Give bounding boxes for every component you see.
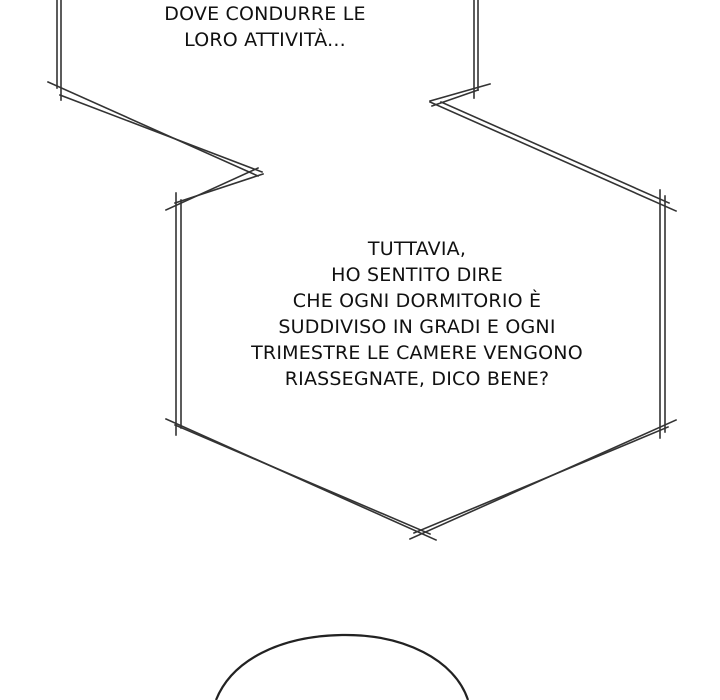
middle-balloon-line: TUTTAVIA, (367, 238, 467, 260)
top-balloon-line: DOVE CONDURRE LE (164, 3, 366, 25)
middle-balloon-line: CHE OGNI DORMITORIO È (292, 290, 542, 312)
top-balloon-line: LORO ATTIVITÀ... (184, 29, 346, 51)
bottom-balloon-outline (214, 633, 470, 700)
middle-balloon-outline (164, 100, 678, 542)
middle-balloon-text: TUTTAVIA, HO SENTITO DIRE CHE OGNI DORMI… (230, 236, 604, 392)
middle-balloon-line: TRIMESTRE LE CAMERE VENGONO (251, 342, 583, 364)
top-balloon-text: DOVE CONDURRE LE LORO ATTIVITÀ... (150, 1, 380, 53)
top-balloon-outline (46, 0, 491, 178)
middle-balloon-line: HO SENTITO DIRE (331, 264, 503, 286)
middle-balloon-line: SUDDIVISO IN GRADI E OGNI (278, 316, 556, 338)
middle-balloon-line: RIASSEGNATE, DICO BENE? (284, 368, 550, 390)
